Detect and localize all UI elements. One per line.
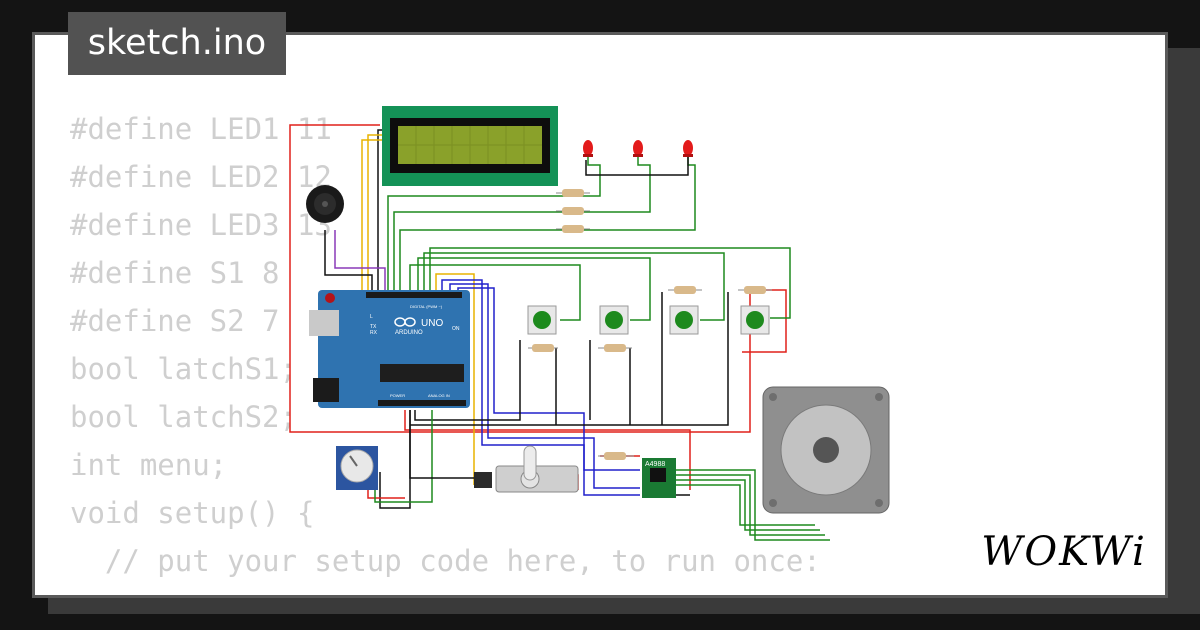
code-line: void setup() {	[70, 496, 315, 530]
board-brand-label: ARDUINO	[395, 330, 423, 336]
code-line: bool latchS1;	[70, 352, 297, 386]
board-model-label: UNO	[421, 318, 443, 329]
wire-blue-driver-1	[441, 279, 640, 496]
pushbutton-3[interactable]	[669, 305, 699, 335]
resistor	[598, 452, 634, 460]
resistor	[738, 286, 772, 294]
wire-green-motor-2	[676, 474, 825, 536]
led-3	[683, 140, 693, 157]
led-2	[633, 140, 643, 157]
wire-green-led2	[393, 150, 651, 292]
code-line: #define LED2 12	[70, 160, 332, 194]
wire-blue-driver-3	[457, 287, 640, 471]
wires	[289, 124, 830, 541]
wire-green-motor-4	[676, 484, 815, 526]
wire-yellow-lcd-2	[361, 139, 390, 292]
wire-blue-driver-2	[449, 283, 640, 489]
code-line: pinMode(LED1, OUTPUT);	[70, 585, 821, 595]
lcd-display	[382, 106, 558, 186]
board-l-label: L	[370, 314, 373, 320]
board-analog-label: ANALOG IN	[428, 393, 450, 398]
wire-red-driver	[404, 410, 691, 490]
resistor	[556, 207, 590, 215]
resistors	[528, 189, 772, 460]
servo-motor	[474, 445, 579, 493]
pushbutton-1[interactable]	[527, 305, 557, 335]
wire-black-led-gnd	[585, 150, 689, 176]
driver-label: A4988	[645, 461, 665, 468]
wire-green-btn3	[423, 252, 725, 321]
wire-black-btn4	[410, 292, 729, 426]
code-line: bool latchS2;	[70, 400, 297, 434]
resistor	[668, 286, 702, 294]
board-digital-label: DIGITAL (PWM ~)	[410, 304, 443, 309]
wire-green-btn2	[417, 257, 651, 321]
wire-green-led1	[387, 150, 601, 292]
wire-green-motor-3	[676, 479, 820, 531]
board-tx-label: TX	[370, 324, 377, 330]
wokwi-logo-text: WOKWi	[981, 529, 1147, 575]
resistor	[528, 344, 558, 352]
stepper-motor	[762, 386, 890, 514]
potentiometer[interactable]	[336, 446, 378, 490]
wokwi-logo: WOKWi	[978, 526, 1150, 578]
board-on-label: ON	[452, 326, 460, 332]
a4988-driver: A4988	[642, 458, 676, 498]
wire-black-btn1	[414, 340, 521, 421]
code-line: // put your setup code here, to run once…	[70, 544, 821, 578]
wire-purple-buzzer	[334, 230, 386, 292]
pushbutton-2[interactable]	[599, 305, 629, 335]
pushbutton-4[interactable]	[740, 305, 770, 335]
buzzer	[306, 185, 344, 223]
resistor	[556, 225, 590, 233]
code-background: #define LED1 11#define LED2 12#define LE…	[70, 105, 821, 595]
wire-red-main	[289, 124, 787, 433]
wire-black-buzzer	[324, 230, 373, 292]
board-power-label: POWER	[390, 393, 405, 398]
code-line: #define LED1 11	[70, 112, 332, 146]
wire-green-btn1	[409, 264, 581, 321]
wire-green-motor-1	[676, 469, 830, 541]
resistor	[598, 344, 632, 352]
wire-black-servo	[409, 410, 488, 479]
board-rx-label: RX	[370, 330, 378, 336]
led-1	[583, 140, 593, 157]
wire-green-pot	[374, 410, 433, 503]
resistor	[556, 189, 590, 197]
arduino-logo-icon	[394, 317, 416, 327]
wire-yellow-servo	[435, 273, 475, 485]
code-line: #define S2 7	[70, 304, 280, 338]
code-line: #define S1 8	[70, 256, 280, 290]
code-line: int menu;	[70, 448, 228, 482]
arduino-uno-board: UNO ARDUINO ON TX RX L DIGITAL (PWM ~) P…	[309, 290, 470, 408]
file-tab[interactable]: sketch.ino	[68, 12, 286, 75]
wire-green-btn4	[429, 247, 791, 319]
